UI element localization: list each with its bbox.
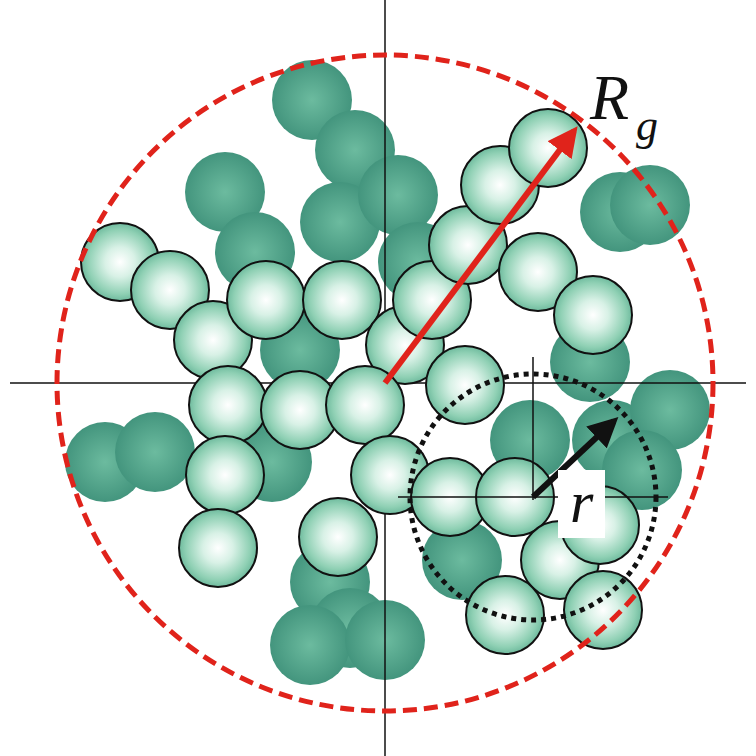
background-spheres — [65, 60, 710, 685]
background-sphere — [610, 165, 690, 245]
foreground-sphere — [189, 366, 267, 444]
foreground-sphere — [299, 498, 377, 576]
foreground-sphere — [554, 276, 632, 354]
background-sphere — [270, 605, 350, 685]
foreground-sphere — [509, 109, 587, 187]
local-axes — [398, 357, 668, 500]
axes — [10, 0, 746, 756]
foreground-sphere — [426, 346, 504, 424]
probe-circle — [410, 374, 656, 620]
gyration-circle — [57, 55, 713, 711]
local-vertical-axis — [532, 357, 534, 500]
probe-radius-symbol: r — [558, 470, 605, 538]
foreground-sphere — [186, 436, 264, 514]
background-sphere — [115, 412, 195, 492]
foreground-spheres — [81, 109, 642, 654]
gyration-radius-arrow — [385, 131, 574, 383]
foreground-sphere — [179, 509, 257, 587]
foreground-sphere — [564, 571, 642, 649]
foreground-sphere — [227, 261, 305, 339]
radius-symbol: R — [590, 66, 629, 130]
radius-subscript: g — [636, 104, 658, 148]
